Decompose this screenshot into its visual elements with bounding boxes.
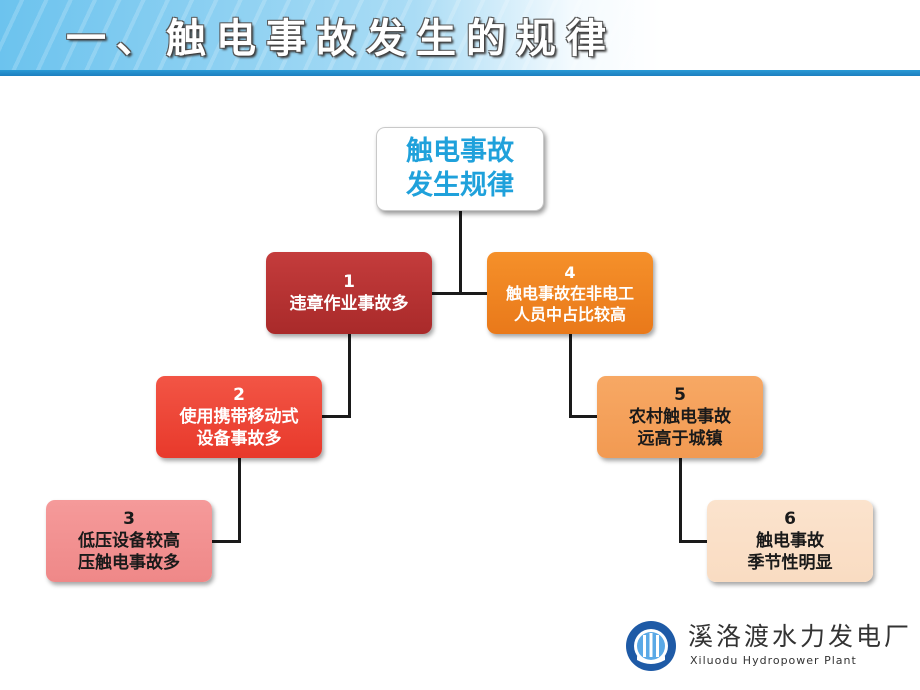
node-number: 1 bbox=[343, 272, 355, 292]
connector-root-stem bbox=[459, 209, 462, 294]
node-2: 2 使用携带移动式 设备事故多 bbox=[156, 376, 322, 458]
node-number: 5 bbox=[674, 385, 686, 405]
node-number: 3 bbox=[123, 509, 135, 529]
node-text-line2: 设备事故多 bbox=[196, 429, 282, 449]
connector-node2-stem bbox=[238, 458, 241, 543]
node-text-line1: 使用携带移动式 bbox=[179, 407, 299, 427]
hydropower-plant-logo-icon bbox=[626, 621, 676, 671]
node-number: 2 bbox=[233, 385, 245, 405]
connector-node5-stem bbox=[679, 458, 682, 543]
header-stripes bbox=[0, 0, 920, 72]
root-node-line2: 发生规律 bbox=[406, 170, 514, 201]
node-3: 3 低压设备较高 压触电事故多 bbox=[46, 500, 212, 582]
header-underline bbox=[0, 70, 920, 76]
node-text-line1: 低压设备较高 bbox=[78, 531, 180, 551]
node-text-line1: 违章作业事故多 bbox=[289, 294, 409, 314]
connector-root-to-node4 bbox=[459, 292, 487, 295]
node-text-line2: 季节性明显 bbox=[747, 553, 833, 573]
connector-node1-to-node2 bbox=[322, 415, 351, 418]
node-4: 4 触电事故在非电工 人员中占比较高 bbox=[487, 252, 653, 334]
header-banner bbox=[0, 0, 920, 72]
node-text-line1: 农村触电事故 bbox=[629, 407, 731, 427]
node-5: 5 农村触电事故 远高于城镇 bbox=[597, 376, 763, 458]
connector-node4-stem bbox=[569, 334, 572, 418]
node-1: 1 违章作业事故多 bbox=[266, 252, 432, 334]
connector-node2-to-node3 bbox=[212, 540, 241, 543]
connector-root-to-node1 bbox=[432, 292, 461, 295]
connector-node4-to-node5 bbox=[569, 415, 597, 418]
page-title: 一、触电事故发生的规律 bbox=[66, 16, 616, 62]
node-6: 6 触电事故 季节性明显 bbox=[707, 500, 873, 582]
logo-name-en: Xiluodu Hydropower Plant bbox=[690, 654, 857, 667]
node-text-line2: 压触电事故多 bbox=[78, 553, 180, 573]
root-node-line1: 触电事故 bbox=[406, 136, 514, 167]
node-text-line2: 远高于城镇 bbox=[637, 429, 723, 449]
connector-node5-to-node6 bbox=[679, 540, 707, 543]
node-text-line1: 触电事故 bbox=[756, 531, 824, 551]
node-text-line1: 触电事故在非电工 bbox=[505, 283, 634, 303]
connector-node1-stem bbox=[348, 334, 351, 418]
node-number: 6 bbox=[784, 509, 796, 529]
root-node: 触电事故 发生规律 bbox=[376, 127, 544, 211]
node-text-line2: 人员中占比较高 bbox=[513, 304, 626, 324]
node-number: 4 bbox=[564, 262, 576, 282]
logo-name-cn: 溪洛渡水力发电厂 bbox=[688, 622, 913, 651]
